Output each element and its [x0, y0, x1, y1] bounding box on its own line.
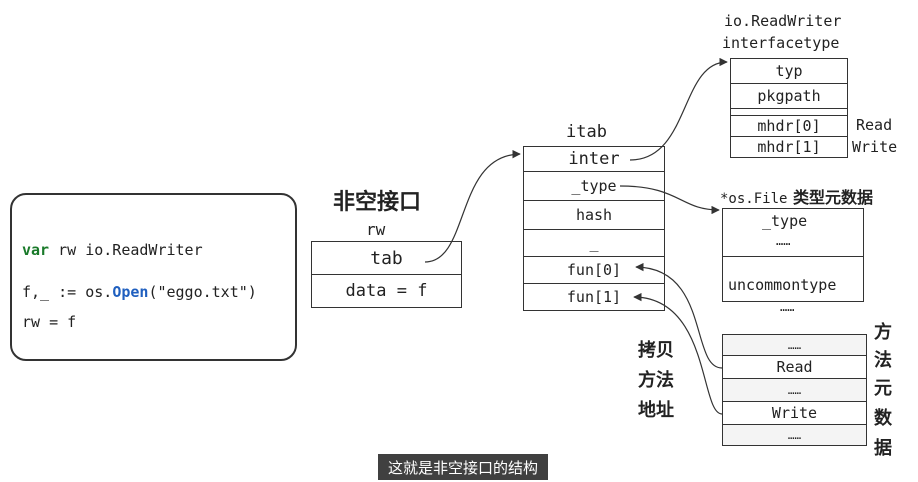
code-line-1: var rw io.ReadWriter [22, 241, 203, 259]
rw-data-field: data = f [311, 274, 462, 308]
arrow-read-to-fun0 [635, 262, 723, 369]
code-text: f,_ := os. [22, 283, 113, 301]
video-subtitle: 这就是非空接口的结构 [378, 454, 549, 480]
interfacetype-write-label: Write [852, 138, 898, 156]
itab-hash: hash [523, 200, 665, 230]
interfacetype-pkgpath: pkgpath [730, 83, 848, 109]
arrow-tab-to-itab [424, 149, 521, 263]
copy-label-line2: 方法 [638, 370, 674, 391]
osfile-uncommontype: uncommontype [728, 276, 837, 294]
arrow-type-to-osfile [619, 185, 720, 215]
heading-nonempty-interface: 非空接口 [333, 190, 422, 215]
osfile-title-prefix: *os.File [720, 191, 788, 207]
method-meta-label-4: 数 [874, 408, 892, 429]
osfile-box [722, 208, 864, 302]
interfacetype-title-2: interfacetype [722, 34, 840, 52]
code-text: rw io.ReadWriter [49, 241, 203, 259]
method-meta-label-5: 据 [874, 438, 892, 459]
method-meta-label-3: 元 [874, 378, 892, 399]
code-function: Open [112, 283, 149, 301]
itab-type: _type [523, 171, 665, 201]
copy-label-line3: 地址 [638, 400, 674, 421]
rw-label: rw [366, 220, 386, 239]
osfile-divider [722, 256, 864, 257]
interfacetype-mhdr1: mhdr[1] [730, 136, 848, 158]
method-meta-label-1: 方 [874, 322, 892, 343]
osfile-title: *os.File 类型元数据 [720, 184, 873, 208]
code-line-2: f,_ := os.Open("eggo.txt") [22, 283, 257, 301]
code-keyword: var [22, 241, 50, 259]
arrow-write-to-fun1 [633, 292, 723, 415]
method-meta-ellipsis-2: …… [722, 378, 867, 402]
copy-label-line1: 拷贝 [638, 340, 674, 361]
interfacetype-typ: typ [730, 58, 848, 84]
osfile-below-ellipsis: …… [780, 300, 795, 314]
itab-fun0: fun[0] [523, 256, 665, 284]
code-panel: var rw io.ReadWriter f,_ := os.Open("egg… [10, 193, 297, 361]
arrow-inter-to-interfacetype [629, 57, 728, 161]
method-meta-read: Read [722, 355, 867, 379]
method-meta-ellipsis-3: …… [722, 424, 867, 446]
code-line-3: rw = f [22, 313, 77, 331]
interfacetype-title-1: io.ReadWriter [724, 12, 842, 30]
itab-label: itab [566, 122, 607, 142]
osfile-type: _type [762, 212, 808, 230]
osfile-title-cjk: 类型元数据 [787, 188, 874, 207]
interfacetype-read-label: Read [856, 116, 893, 134]
itab-blank: _ [523, 229, 665, 257]
osfile-ellipsis: …… [776, 234, 791, 248]
code-text: ("eggo.txt") [148, 283, 257, 301]
method-meta-label-2: 法 [874, 350, 892, 371]
